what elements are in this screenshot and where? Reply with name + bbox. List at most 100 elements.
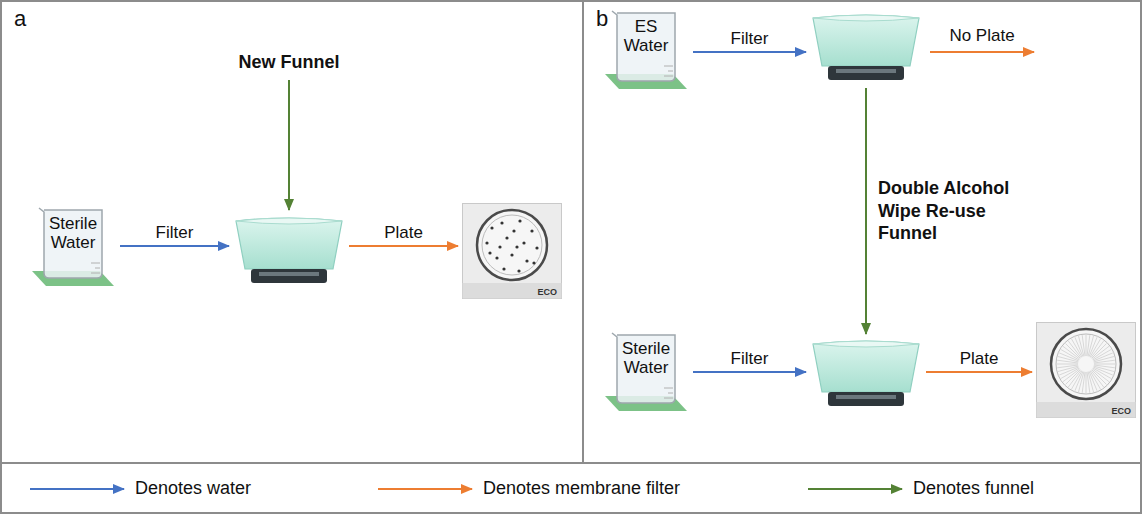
colony-dot bbox=[530, 229, 533, 232]
flow-arrow bbox=[693, 371, 806, 373]
edge-label: Plate bbox=[384, 223, 423, 243]
colony-dot bbox=[518, 219, 521, 222]
membrane-grid bbox=[1094, 364, 1115, 365]
membrane-grid bbox=[1068, 341, 1081, 358]
legend-text: Denotes water bbox=[135, 478, 251, 500]
beaker-label-holder: Sterile Water bbox=[42, 215, 104, 252]
beaker-label: Sterile Water bbox=[42, 215, 104, 252]
colony-dot bbox=[505, 236, 508, 239]
water-beaker: Sterile Water bbox=[603, 330, 689, 412]
plate-picture bbox=[1036, 322, 1136, 418]
membrane-grid bbox=[1087, 372, 1090, 393]
funnel-cup bbox=[236, 218, 342, 269]
edge-label-holder: Plate bbox=[384, 223, 423, 243]
legend-text: Denotes funnel bbox=[913, 478, 1034, 500]
plate-card bbox=[463, 204, 562, 299]
colony-dot bbox=[485, 241, 488, 244]
colony-dot bbox=[517, 269, 520, 272]
beaker-marks bbox=[91, 263, 100, 273]
membrane-grid bbox=[1092, 346, 1109, 359]
membrane-grid bbox=[1091, 370, 1104, 387]
funnel-base-shine bbox=[259, 272, 319, 276]
edge-label: Filter bbox=[156, 223, 194, 243]
funnel-picture bbox=[810, 12, 922, 84]
edge-label: Double Alcohol Wipe Re-use Funnel bbox=[878, 177, 1028, 245]
plate-inner-ring bbox=[1056, 334, 1116, 394]
plate-brand-holder: ECO bbox=[537, 287, 557, 298]
edge-label-holder: Filter bbox=[156, 223, 194, 243]
plate-brand-holder: ECO bbox=[1111, 406, 1131, 417]
edge-label-holder: Filter bbox=[731, 29, 769, 49]
flow-arrow bbox=[926, 371, 1032, 373]
panel-letter-holder: a bbox=[14, 6, 26, 32]
colony-dot bbox=[495, 256, 498, 259]
plate-dish bbox=[477, 210, 547, 280]
legend-text: Denotes membrane filter bbox=[483, 478, 680, 500]
beaker-label: ES Water bbox=[615, 18, 677, 55]
membrane-grid bbox=[1094, 360, 1115, 363]
colony-dot bbox=[510, 253, 513, 256]
plate-inner-ring bbox=[482, 215, 542, 275]
panel-b: b ES WaterSterile WaterECO bbox=[582, 0, 1142, 464]
step-note-holder: No Plate bbox=[949, 26, 1014, 46]
plate-picture bbox=[462, 203, 562, 299]
funnel-rim bbox=[813, 15, 919, 21]
funnel-base-shine bbox=[836, 395, 896, 399]
colony-dot bbox=[525, 259, 528, 262]
plate-card bbox=[1037, 323, 1136, 418]
funnel-base bbox=[828, 66, 904, 80]
edge-label-holder: Double Alcohol Wipe Re-use Funnel bbox=[878, 177, 1028, 245]
funnel-rim bbox=[236, 218, 342, 224]
legend-filter-arrow bbox=[378, 488, 472, 490]
funnel-cup bbox=[813, 341, 919, 392]
beaker-marks bbox=[664, 66, 673, 76]
beaker-label-holder: ES Water bbox=[615, 18, 677, 55]
colony-dot bbox=[512, 229, 515, 232]
colony-dot bbox=[488, 251, 491, 254]
water-beaker: ES Water bbox=[603, 8, 689, 90]
flow-arrow bbox=[693, 51, 806, 53]
funnel-cup bbox=[813, 15, 919, 66]
step-note: New Funnel bbox=[238, 52, 339, 74]
colony-dot bbox=[500, 221, 503, 224]
plate-dish bbox=[1051, 329, 1121, 399]
legend-text-holder: Denotes funnel bbox=[913, 478, 1034, 500]
panel-letter-holder: b bbox=[596, 6, 608, 32]
flow-arrow bbox=[865, 88, 867, 334]
no-plate-arrow bbox=[930, 51, 1034, 53]
colony-dot bbox=[535, 246, 538, 249]
edge-label: Filter bbox=[731, 349, 769, 369]
colony-dot bbox=[502, 267, 505, 270]
step-note-holder: New Funnel bbox=[238, 52, 339, 74]
plate-strip bbox=[1037, 402, 1136, 418]
membrane-grid bbox=[1057, 365, 1078, 368]
flow-arrow bbox=[349, 245, 458, 247]
legend-text-holder: Denotes water bbox=[135, 478, 251, 500]
colony-dot bbox=[522, 241, 525, 244]
culture-plate: ECO bbox=[462, 203, 562, 299]
water-beaker: Sterile Water bbox=[30, 205, 116, 287]
colony-dot bbox=[490, 226, 493, 229]
funnel-picture bbox=[810, 338, 922, 410]
plate-brand: ECO bbox=[537, 287, 557, 298]
edge-label: Plate bbox=[960, 349, 999, 369]
filter-funnel bbox=[233, 215, 345, 287]
colony-dot bbox=[515, 245, 518, 248]
new-funnel-arrow bbox=[288, 80, 290, 210]
plate-brand: ECO bbox=[1111, 406, 1131, 417]
step-note: No Plate bbox=[949, 26, 1014, 46]
funnel-base bbox=[251, 269, 327, 283]
culture-plate: ECO bbox=[1036, 322, 1136, 418]
filter-funnel bbox=[810, 338, 922, 410]
legend-water-arrow bbox=[30, 488, 124, 490]
funnel-base bbox=[828, 392, 904, 406]
beaker-marks bbox=[664, 388, 673, 398]
beaker-label-holder: Sterile Water bbox=[615, 340, 677, 377]
membrane-grid bbox=[1082, 335, 1085, 356]
legend-funnel-arrow bbox=[808, 488, 902, 490]
funnel-picture bbox=[233, 215, 345, 287]
